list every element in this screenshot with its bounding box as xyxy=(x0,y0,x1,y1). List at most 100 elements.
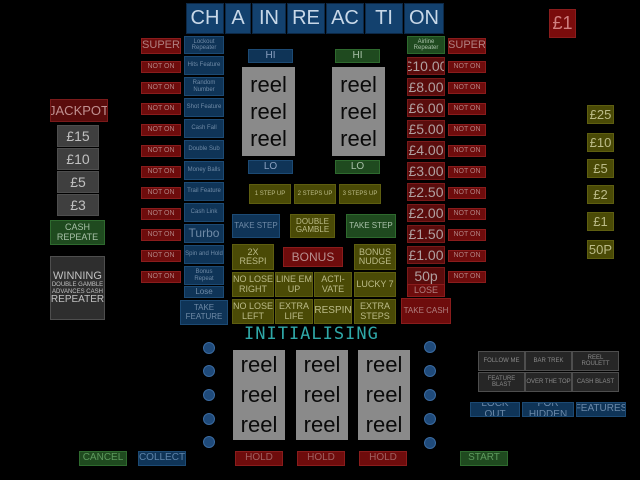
grid-cell: NO LOSE RIGHT xyxy=(232,272,274,297)
cancel-button[interactable]: CANCEL xyxy=(79,451,127,466)
grid-cell: RESPIN xyxy=(314,299,352,324)
left-ladder-step: NOT ON xyxy=(141,82,181,94)
feature-table-cell: CASH BLAST xyxy=(572,372,619,392)
feature-table-cell: FEATURE BLAST xyxy=(478,372,525,392)
win-line-dot-right xyxy=(424,413,436,425)
cash-ladder-value: 50p xyxy=(407,267,445,285)
left-feature-cell: Shot Feature xyxy=(184,98,224,117)
cash-ladder-value: £2.00 xyxy=(407,204,445,222)
grid-cell: EXTRA LIFE xyxy=(275,299,313,324)
double-gamble-button[interactable]: DOUBLE GAMBLE xyxy=(290,214,335,238)
win-line-dot-right xyxy=(424,437,436,449)
right-ladder-step: NOT ON xyxy=(448,145,486,157)
grid-cell: NO LOSE LEFT xyxy=(232,299,274,324)
winning-line: REPEATER xyxy=(50,293,105,305)
hi-label-left: HI xyxy=(248,49,293,63)
feature-2x-respin: 2X RESPI xyxy=(232,244,274,270)
right-ladder-step: NOT ON xyxy=(448,124,486,136)
take-feature-button[interactable]: TAKE FEATURE xyxy=(180,300,228,325)
step-up-2[interactable]: 2 STEPS UP xyxy=(294,184,336,204)
win-line-dot-left xyxy=(203,365,215,377)
right-super-label: SUPER xyxy=(448,38,486,54)
win-line-dot-left xyxy=(203,436,215,448)
cash-ladder-value: £1.50 xyxy=(407,225,445,243)
right-ladder-step: NOT ON xyxy=(448,61,486,73)
jackpot-title: JACKPOT xyxy=(50,99,108,122)
hold-button-1[interactable]: HOLD xyxy=(235,451,283,466)
win-line-dot-right xyxy=(424,389,436,401)
left-feature-cell: Hits Feature xyxy=(184,56,224,75)
right-ladder-step: NOT ON xyxy=(448,250,486,262)
left-feature-cell: Money Balls xyxy=(184,161,224,180)
jackpot-value: £3 xyxy=(57,194,99,216)
start-button[interactable]: START xyxy=(460,451,508,466)
left-feature-cell: Trail Feature xyxy=(184,182,224,201)
prize-value: 50P xyxy=(587,240,614,259)
cash-ladder-value: £1.00 xyxy=(407,246,445,264)
cash-ladder-value: £8.00 xyxy=(407,78,445,96)
grid-cell: EXTRA STEPS xyxy=(354,299,396,324)
left-ladder-step: NOT ON xyxy=(141,250,181,262)
lo-label-right: LO xyxy=(335,160,380,174)
cash-repeater: CASH REPEATE xyxy=(50,220,105,245)
left-ladder-step: NOT ON xyxy=(141,271,181,283)
right-ladder-step: NOT ON xyxy=(448,271,486,283)
winning-line: WINNING xyxy=(53,269,102,282)
bonus-nudge: BONUS NUDGE xyxy=(354,244,396,270)
right-ladder-step: NOT ON xyxy=(448,166,486,178)
prize-value: £10 xyxy=(587,133,614,152)
jackpot-value: £5 xyxy=(57,171,99,193)
cash-ladder-value: £5.00 xyxy=(407,120,445,138)
left-feature-cell: Random Number xyxy=(184,77,224,96)
grid-cell: ACTI-VATE xyxy=(314,272,352,297)
right-ladder-step: NOT ON xyxy=(448,103,486,115)
prize-value: £2 xyxy=(587,185,614,204)
step-up-3[interactable]: 3 STEPS UP xyxy=(339,184,381,204)
winning-line: ADVANCES CASH xyxy=(52,288,103,295)
prize-value: £25 xyxy=(587,105,614,124)
take-cash-button[interactable]: TAKE CASH xyxy=(401,298,451,324)
title-letter: AC xyxy=(326,3,364,34)
prize-value: £1 xyxy=(587,212,614,231)
take-step-right[interactable]: TAKE STEP xyxy=(346,214,396,238)
hi-label-right: HI xyxy=(335,49,380,63)
stake-indicator: £1 xyxy=(549,9,576,38)
collect-button[interactable]: COLLECT xyxy=(138,451,186,466)
right-ladder-step: NOT ON xyxy=(448,208,486,220)
take-step-left[interactable]: TAKE STEP xyxy=(232,214,280,238)
title-letter: TI xyxy=(365,3,403,34)
title-letter: IN xyxy=(252,3,286,34)
right-ladder-step: NOT ON xyxy=(448,229,486,241)
right-ladder-step: NOT ON xyxy=(448,82,486,94)
title-letter: RE xyxy=(287,3,325,34)
win-line-dot-left xyxy=(203,389,215,401)
jackpot-value: £15 xyxy=(57,125,99,147)
lose-label: LOSE xyxy=(407,284,445,297)
airline-repeater-label: Airline Repeater xyxy=(407,36,445,54)
grid-cell: LINE EM UP xyxy=(275,272,313,297)
prize-value: £5 xyxy=(587,159,614,178)
cash-ladder-value: £2.50 xyxy=(407,183,445,201)
cash-ladder-value: £3.00 xyxy=(407,162,445,180)
feature-table-cell: BAR TREK xyxy=(525,351,572,371)
bonus-label: BONUS xyxy=(283,247,343,267)
lo-label-left: LO xyxy=(248,160,293,174)
left-ladder-step: NOT ON xyxy=(141,166,181,178)
left-ladder-step: NOT ON xyxy=(141,124,181,136)
step-up-1[interactable]: 1 STEP UP xyxy=(249,184,291,204)
right-ladder-step: NOT ON xyxy=(448,187,486,199)
grid-cell: LUCKY 7 xyxy=(354,272,396,297)
hold-button-3[interactable]: HOLD xyxy=(359,451,407,466)
features-label: FEATURES xyxy=(576,402,626,417)
title-letter: CH xyxy=(186,3,224,34)
lock-out-label: LOCK OUT xyxy=(470,402,520,417)
win-line-dot-left xyxy=(203,342,215,354)
winning-info-box: WINNING DOUBLE GAMBLE ADVANCES CASH REPE… xyxy=(50,256,105,320)
title-letter: ON xyxy=(404,3,444,34)
hold-button-2[interactable]: HOLD xyxy=(297,451,345,466)
feature-table-cell: OVER THE TOP xyxy=(525,372,572,392)
